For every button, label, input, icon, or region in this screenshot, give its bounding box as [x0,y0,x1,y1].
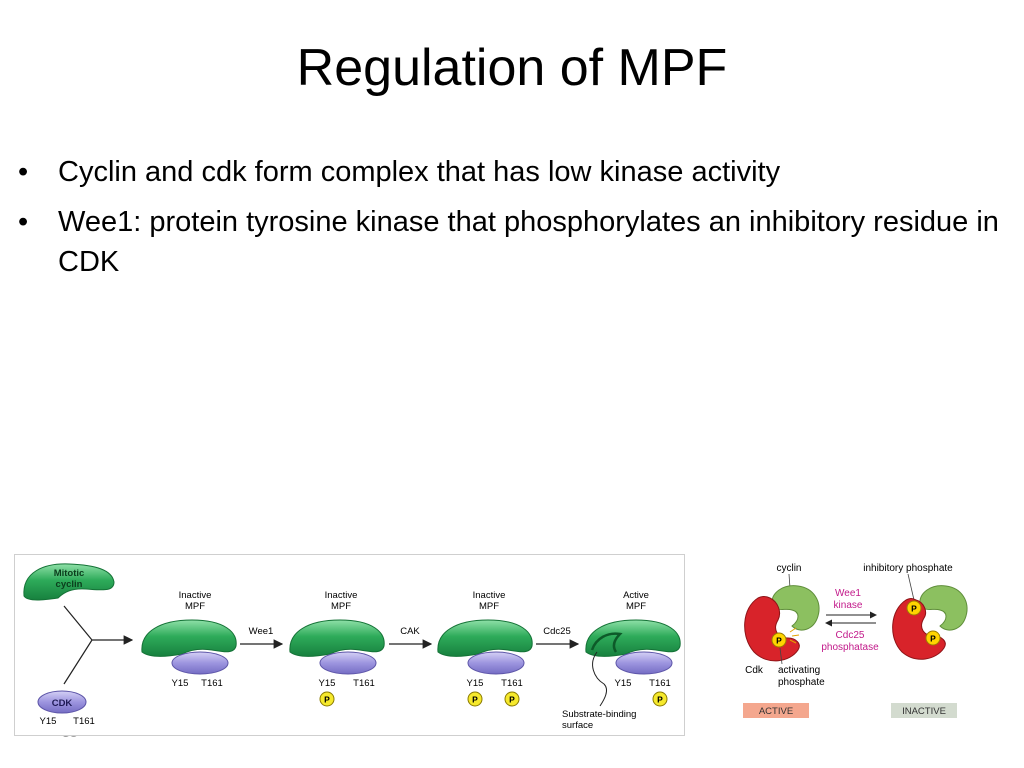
wee1-kinase-label: Wee1 [835,588,861,599]
mpf-cyclin-shape [437,619,533,657]
phosphate-icon [319,691,335,707]
enzyme-label: Wee1 [249,626,274,637]
mitotic-cyclin-label: cyclin [56,579,83,590]
residue-t161-label: T161 [201,678,223,689]
stage-name-label: MPF [185,601,205,612]
mpf-cyclin-shape [585,619,681,657]
enzyme-label: CAK [400,626,420,637]
activating-phosphate-icon [771,632,787,648]
residue-t161-label: T161 [649,678,671,689]
joining-lines [63,605,132,685]
wee1-kinase-label: kinase [834,600,863,611]
activating-phosphate-leader [779,647,783,665]
bullet-text: Cyclin and cdk form complex that has low… [58,156,781,188]
mpf-cyclin-shape [141,619,237,657]
stage-name-label: MPF [479,601,499,612]
stage-name-label: MPF [331,601,351,612]
stage-state-label: Inactive [179,590,212,601]
cyclin-shape [771,585,820,631]
phosphate-label: P [776,636,782,646]
activating-phosphate-label: phosphate [778,677,825,688]
substrate-binding-leader [592,651,607,707]
bullet-list: • Cyclin and cdk form complex that has lo… [14,152,1004,292]
residue-y15-label: Y15 [319,678,336,689]
mpf-activation-figure: Mitotic cyclin CDK Y15 T161 Inactive MPF… [14,554,685,736]
inhibitory-phosphate-icon [906,600,922,616]
slide-title: Regulation of MPF [296,39,728,97]
bullet-text: Wee1: protein tyrosine kinase that phosp… [58,206,999,278]
bullet-dot: • [18,206,29,238]
residue-t161-label: T161 [501,678,523,689]
cdk-label: Cdk [745,665,764,676]
phosphate-label: P [472,695,478,705]
stage-state-label: Inactive [325,590,358,601]
activity-sparkle [789,627,800,644]
mpf-cdk-shape [171,651,229,675]
phosphate-label: P [911,604,917,614]
stage-state-label: Active [623,590,649,601]
inhibitory-phosphate-leader [907,573,915,601]
cyclin-label: cyclin [776,563,801,574]
bullet-dot: • [18,156,29,188]
residue-t161-label: T161 [353,678,375,689]
residue-y15-label: Y15 [615,678,632,689]
residue-t161-label: T161 [73,716,95,727]
cdk-label: CDK [52,698,73,709]
substrate-binding-cleft [590,632,623,653]
cdk-states-figure: cyclin inhibitory phosphate P Cdk activa… [743,563,968,718]
mitotic-cyclin-shape [23,563,115,601]
activating-phosphate-icon [925,630,941,646]
cdc25-phosphatase-label: Cdc25 [836,630,865,641]
phosphate-label: P [930,634,936,644]
mitotic-cyclin-label: Mitotic [54,568,85,579]
phosphate-label: P [324,695,330,705]
residue-y15-label: Y15 [172,678,189,689]
phosphate-icon [504,691,520,707]
substrate-binding-label: Substrate-binding [562,709,636,720]
active-state-label: ACTIVE [759,706,793,717]
stage-name-label: MPF [626,601,646,612]
enzyme-label: Cdc25 [543,626,570,637]
cdc25-phosphatase-label: phosphatase [821,642,879,653]
phosphate-label: P [509,695,515,705]
phosphate-icon [652,691,668,707]
mpf-cdk-shape [319,651,377,675]
activating-phosphate-label: activating [778,665,820,676]
residue-y15-label: Y15 [40,716,57,727]
bullet-item: • Cyclin and cdk form complex that has lo… [14,152,1004,192]
cdk-shape [37,690,87,714]
active-state-box [743,703,809,718]
mpf-cdk-shape [467,651,525,675]
residue-y15-label: Y15 [467,678,484,689]
bullet-item: • Wee1: protein tyrosine kinase that phos… [14,202,1004,282]
mpf-cdk-shape [615,651,673,675]
mpf-cyclin-shape [289,619,385,657]
inactive-state-label: INACTIVE [902,706,946,717]
cyclin-shape [919,585,968,631]
stage-state-label: Inactive [473,590,506,601]
phosphate-label: P [657,695,663,705]
phosphate-icon [467,691,483,707]
cdk-shape [744,596,800,662]
substrate-binding-label: surface [562,720,593,731]
inhibitory-phosphate-label: inhibitory phosphate [863,563,953,574]
inactive-state-box [891,703,957,718]
